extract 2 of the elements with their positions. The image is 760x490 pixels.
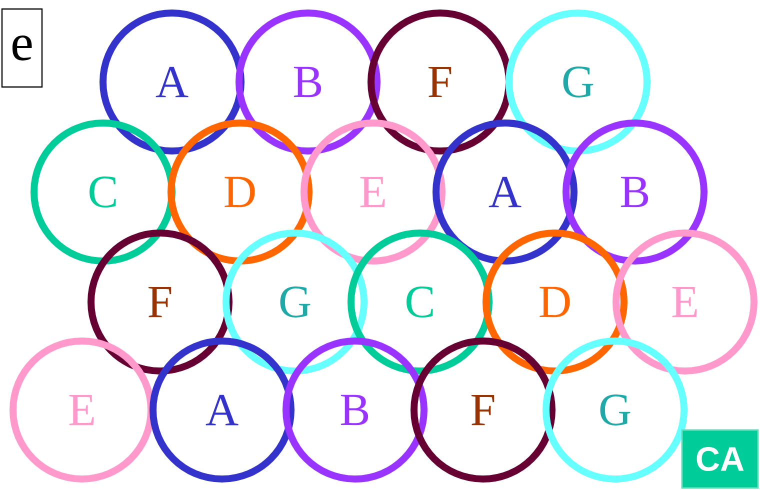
badge: CA <box>681 429 759 489</box>
label-box: e <box>1 8 43 88</box>
